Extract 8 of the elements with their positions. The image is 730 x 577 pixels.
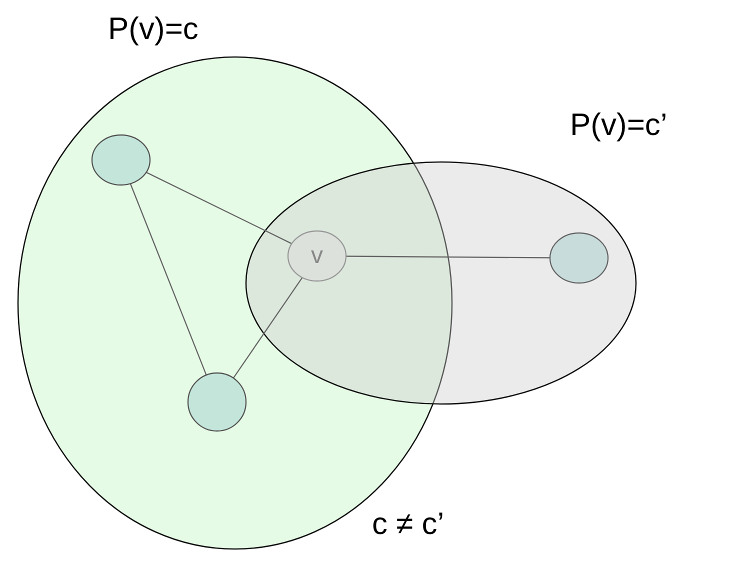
set-heading: P(v)=c’ (570, 106, 668, 144)
set-heading: P(v)=c (108, 10, 198, 48)
inequality-note: c ≠ c’ (372, 506, 444, 542)
graph-edge (346, 256, 550, 258)
graph-edge (146, 172, 292, 244)
vertex-label: v (311, 244, 323, 268)
graph-edge (130, 183, 207, 376)
graph-edge (232, 277, 303, 378)
